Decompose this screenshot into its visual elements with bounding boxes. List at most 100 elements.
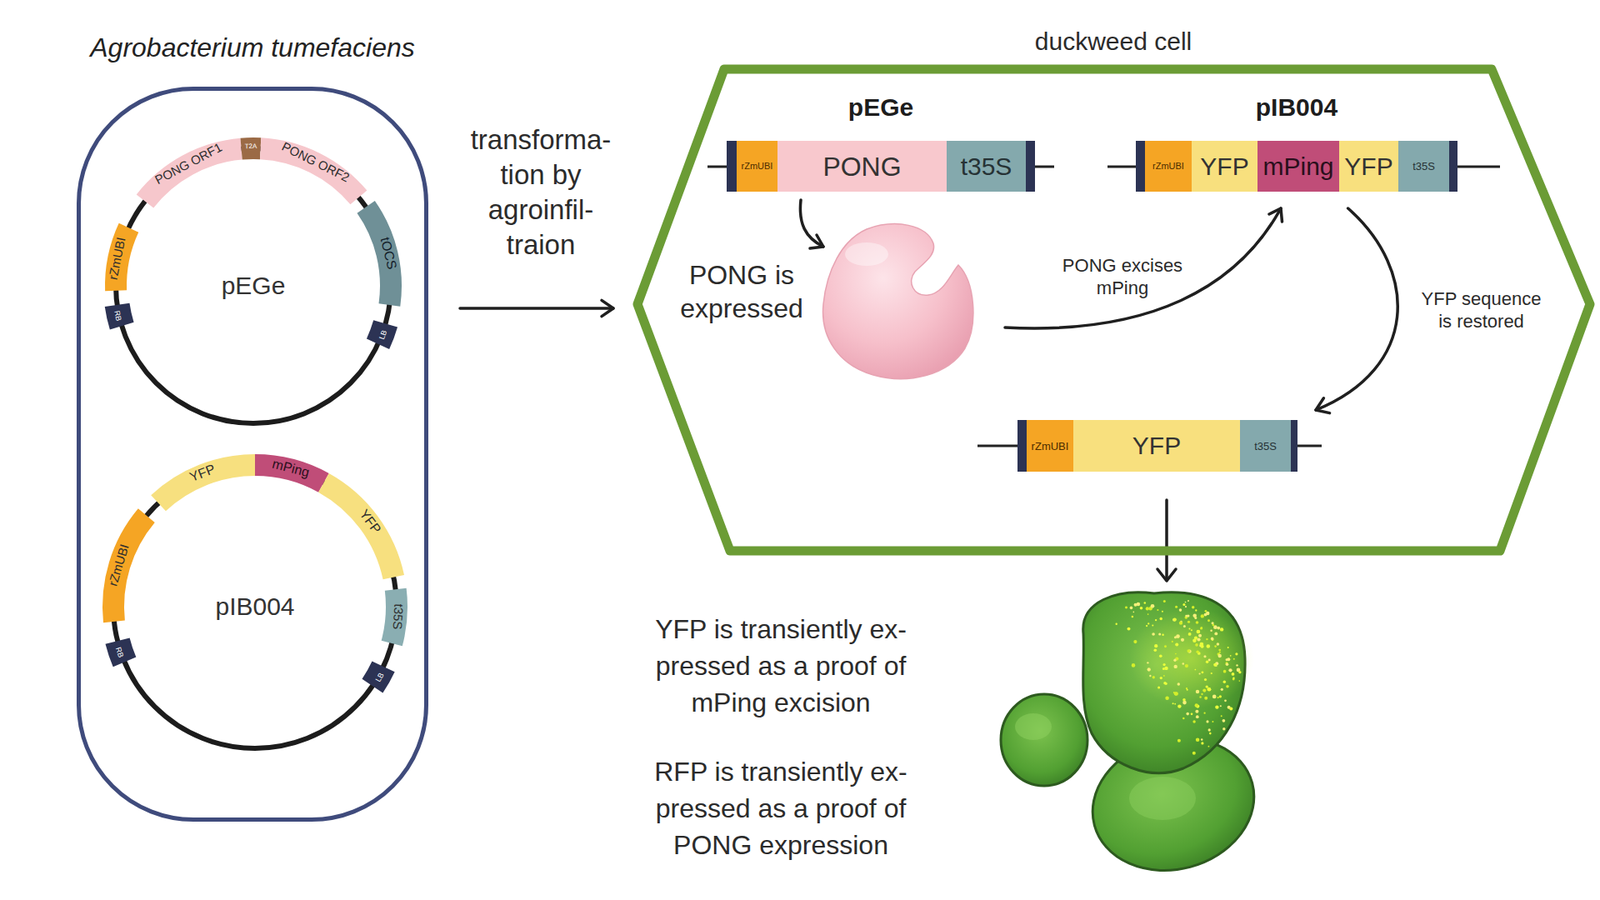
fluorescence-dot [1200, 626, 1203, 630]
fluorescence-dot [1208, 659, 1211, 662]
fluorescence-dot [1223, 670, 1227, 674]
fluorescence-dot [1211, 720, 1214, 723]
fluorescence-dot [1186, 689, 1189, 691]
fluorescence-dot [1144, 601, 1146, 604]
fluorescence-dot [1205, 720, 1209, 723]
construct-name: pIB004 [1135, 92, 1458, 123]
fluorescence-dot [1219, 695, 1222, 698]
fluorescence-dot [1165, 682, 1168, 685]
fluorescence-dot [1210, 672, 1213, 675]
fluorescence-dot [1187, 600, 1190, 602]
fluorescence-dot [1132, 611, 1135, 614]
gene-segment: rZmUBI [1145, 140, 1192, 192]
fluorescence-dot [1115, 623, 1118, 625]
fluorescence-dot [1233, 658, 1235, 660]
fluorescence-dot [1155, 619, 1157, 621]
fluorescence-dot [1210, 637, 1215, 641]
segment-name: YFP [1344, 154, 1393, 180]
edge-label: transforma- tion by agroinfil- traion [457, 122, 625, 263]
fluorescence-dot [1159, 654, 1163, 658]
fluorescence-dot [1151, 632, 1155, 636]
gene-segment: PONG [777, 140, 947, 192]
fluorescence-dot [1140, 606, 1144, 610]
edge-label: YFP sequence is restored [1416, 287, 1546, 333]
segment-name: t35S [1412, 160, 1435, 172]
fluorescence-dot [1187, 620, 1190, 624]
plasmid-name: pEGe [221, 271, 286, 300]
fluorescence-dot [1220, 705, 1222, 707]
fluorescence-dot [1172, 702, 1175, 705]
fluorescence-dot [1202, 689, 1206, 693]
arrow-head [1315, 398, 1330, 414]
segment-name: YFP [1132, 433, 1181, 459]
fluorescence-dot [1192, 638, 1196, 642]
gene-segment: t35S [1240, 420, 1291, 472]
gene-segment: YFP [1073, 420, 1240, 472]
fluorescence-dot [1164, 666, 1168, 670]
dna-construct: pEGerZmUBIPONGt35S [726, 140, 1035, 192]
fluorescence-dot [1204, 696, 1208, 700]
fluorescence-dot [1185, 664, 1189, 668]
fluorescence-dot [1154, 644, 1158, 648]
plasmid-name: pIB004 [215, 592, 295, 621]
fluorescence-dot [1232, 677, 1235, 680]
fluorescence-dot [1174, 635, 1177, 639]
feature-label: T2A [245, 143, 258, 150]
fluorescence-dot [1195, 650, 1200, 655]
dna-construct: pIB004rZmUBIYFPmPingYFPt35S [1135, 140, 1458, 192]
fluorescence-dot [1182, 700, 1187, 705]
fluorescence-dot [1180, 638, 1185, 642]
fluorescence-dot [1182, 603, 1185, 606]
fluorescence-dot [1160, 676, 1163, 680]
fluorescence-dot [1150, 604, 1155, 609]
fluorescence-dot [1175, 643, 1179, 647]
fluorescence-dot [1171, 640, 1174, 643]
fluorescence-dot [1210, 630, 1213, 633]
plasmid-backbone [115, 148, 391, 424]
fluorescence-dot [1185, 712, 1190, 716]
fluorescence-dot [1125, 605, 1128, 609]
fluorescence-dot [1190, 712, 1194, 715]
fluorescence-dot [1182, 662, 1185, 665]
plasmid-backbone [113, 465, 397, 749]
connector-arrow [460, 300, 614, 316]
fluorescence-dot [1200, 642, 1205, 647]
fluorescence-dot [1131, 663, 1136, 668]
fluorescence-dot [1127, 627, 1131, 631]
segment-name: YFP [1200, 154, 1249, 180]
fluorescence-dot [1192, 720, 1195, 723]
fluorescence-dot [1191, 605, 1195, 609]
fluorescence-dot [1195, 710, 1199, 714]
fluorescence-dot [1211, 621, 1215, 625]
fluorescence-dot [1195, 620, 1200, 625]
fluorescence-dot [1212, 624, 1215, 627]
fluorescence-dot [1165, 696, 1170, 701]
fluorescence-dot [1205, 660, 1210, 665]
fluorescence-dot [1216, 642, 1220, 646]
fluorescence-dot [1220, 627, 1224, 631]
fluorescence-dot [1224, 699, 1227, 702]
fluorescence-dots [1115, 600, 1242, 755]
fluorescence-dot [1190, 629, 1193, 631]
fluorescence-dot [1195, 609, 1197, 611]
segment-name: PONG [822, 153, 901, 180]
annotation: PONG is expressed [670, 258, 813, 325]
fluorescence-dot [1162, 667, 1165, 670]
fluorescence-dot [1133, 640, 1137, 644]
segment-name: rZmUBI [1152, 161, 1185, 171]
fluorescence-dot [1203, 655, 1206, 658]
fluorescence-glow [1129, 608, 1255, 709]
fluorescence-dot [1174, 703, 1176, 705]
segment-name: t35S [1254, 440, 1277, 452]
fluorescence-dot [1146, 661, 1149, 664]
fluorescence-dot [1177, 739, 1181, 743]
fluorescence-dot [1175, 653, 1177, 655]
border-cap [1290, 420, 1298, 472]
fluorescence-dot [1238, 670, 1241, 674]
fluorescence-dot [1203, 712, 1205, 715]
frond-highlight [1129, 776, 1196, 820]
connector-line [460, 306, 614, 310]
pong-enzyme [823, 224, 974, 380]
gene-segment: rZmUBI [736, 140, 778, 192]
fluorescence-dot [1235, 652, 1238, 655]
